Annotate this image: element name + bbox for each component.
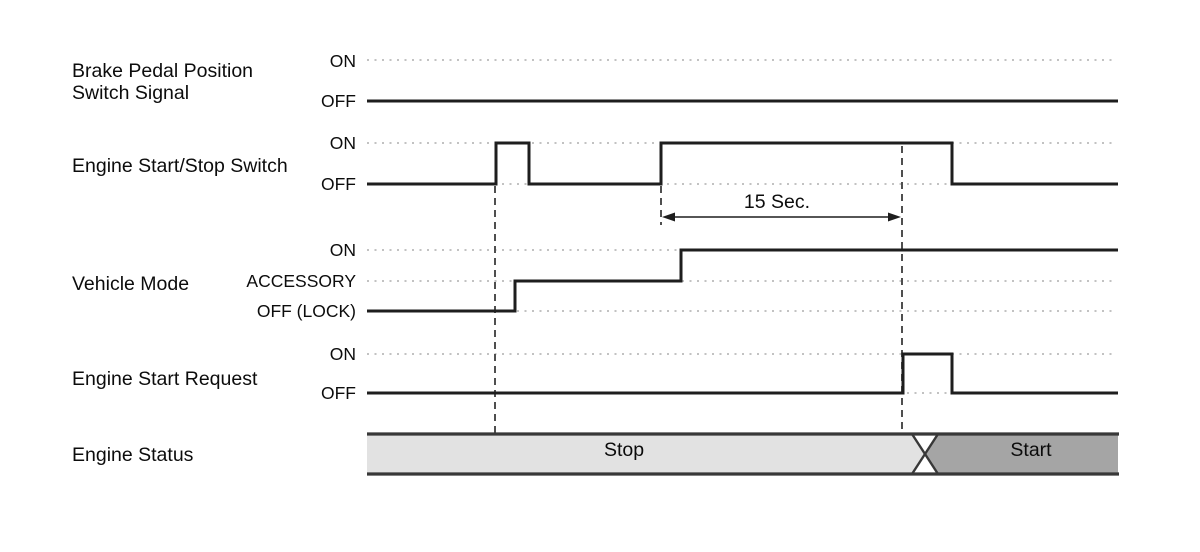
waveform-vehicle-mode (367, 248, 1118, 313)
level-label-mode-on: ON (329, 240, 356, 260)
dotted-guides (367, 59, 1115, 394)
engine-status-bar (367, 432, 1119, 476)
level-label-request-on: ON (329, 344, 356, 364)
level-label-brake-off: OFF (321, 91, 356, 111)
arrowhead-left (662, 212, 675, 222)
engine-status-stop-label: Stop (603, 439, 645, 461)
arrowhead-right (888, 212, 901, 222)
level-label-brake-on: ON (329, 51, 356, 71)
duration-label: 15 Sec. (743, 191, 811, 213)
signal-label-engine-start-stop-switch: Engine Start/Stop Switch (72, 155, 288, 177)
signal-label-line: Brake Pedal Position (72, 60, 254, 82)
signal-label-engine-start-request: Engine Start Request (72, 368, 257, 390)
signal-label-line: Engine Start/Stop Switch (72, 155, 288, 177)
waveforms (367, 99, 1118, 395)
engine-status-start-segment (925, 434, 1118, 474)
signal-label-line: Engine Start Request (72, 368, 258, 390)
duration-arrow (662, 212, 901, 222)
level-label-mode-accessory: ACCESSORY (246, 271, 356, 291)
signal-label-engine-status: Engine Status (72, 444, 193, 466)
level-label-mode-off-lock: OFF (LOCK) (256, 301, 356, 321)
signal-label-line: Switch Signal (72, 82, 190, 104)
signal-label-line: Engine Status (72, 444, 194, 466)
level-label-switch-on: ON (329, 133, 356, 153)
waveform-engine-start-request (367, 352, 1118, 395)
engine-status-start-label: Start (1010, 439, 1052, 461)
signal-label-brake-pedal-position-switch-signal: Brake Pedal Position Switch Signal (72, 60, 253, 104)
signal-label-vehicle-mode: Vehicle Mode (72, 273, 189, 295)
level-label-switch-off: OFF (321, 174, 356, 194)
signal-label-line: Vehicle Mode (72, 273, 190, 295)
waveform-engine-start-stop-switch (367, 141, 1118, 186)
level-label-request-off: OFF (321, 383, 356, 403)
dashed-marker-lines (494, 146, 903, 434)
engine-status-stop-segment (367, 434, 925, 474)
